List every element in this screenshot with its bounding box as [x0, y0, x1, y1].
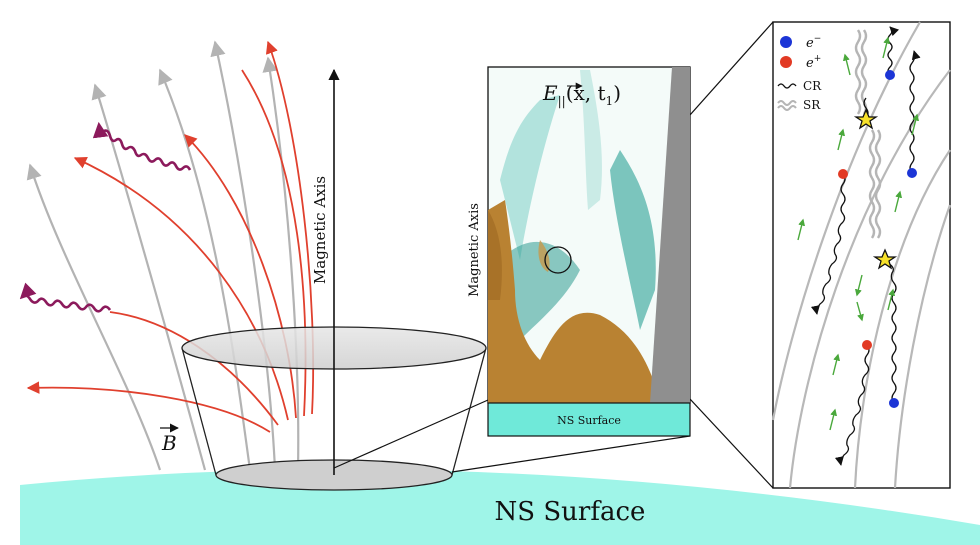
inset-title: E||(x, t1) [542, 81, 621, 108]
field-lines [26, 40, 300, 471]
pair-creation-star [853, 108, 879, 130]
photon-wave-lower [19, 282, 112, 313]
ns-surface-label: NS Surface [495, 497, 646, 527]
particle-track [26, 381, 271, 433]
legend-positron-marker [780, 56, 792, 68]
detail-panel: e− e+ CR SR [771, 21, 952, 489]
pair-creation-star [872, 248, 898, 270]
legend-cr-marker [777, 83, 797, 89]
field-line [262, 56, 300, 471]
particle-track [73, 156, 289, 421]
svg-text:B: B [161, 431, 177, 455]
b-field-label: B [160, 423, 179, 455]
electron-dot [889, 398, 899, 408]
positron-dot [862, 340, 872, 350]
field-line [210, 40, 277, 471]
zoom-circle [544, 246, 572, 274]
electron-dot [885, 70, 895, 80]
photon-wave-upper [92, 121, 192, 171]
inset-surface-label: NS Surface [557, 414, 621, 427]
electron-dot [907, 168, 917, 178]
particle-track [184, 134, 297, 419]
efield-inset: E||(x, t1) Magnetic Axis NS Surface [467, 66, 691, 437]
ns-surface-ground [20, 469, 980, 545]
legend-cr: CR [803, 79, 822, 93]
field-line [91, 83, 207, 471]
legend-electron-marker [780, 36, 792, 48]
legend-sr: SR [803, 98, 821, 112]
field-line [158, 68, 252, 471]
legend-electron: e− [806, 34, 821, 51]
magnetic-axis-label: Magnetic Axis [311, 176, 329, 284]
field-line [26, 163, 162, 471]
positron-dot [838, 169, 848, 179]
legend-sr-marker [777, 100, 797, 111]
particle-tracks [26, 40, 315, 433]
inset-surface [487, 402, 691, 437]
inset-axis-label: Magnetic Axis [467, 203, 482, 297]
legend-positron: e+ [806, 54, 821, 71]
legend: e− e+ CR SR [777, 34, 822, 112]
